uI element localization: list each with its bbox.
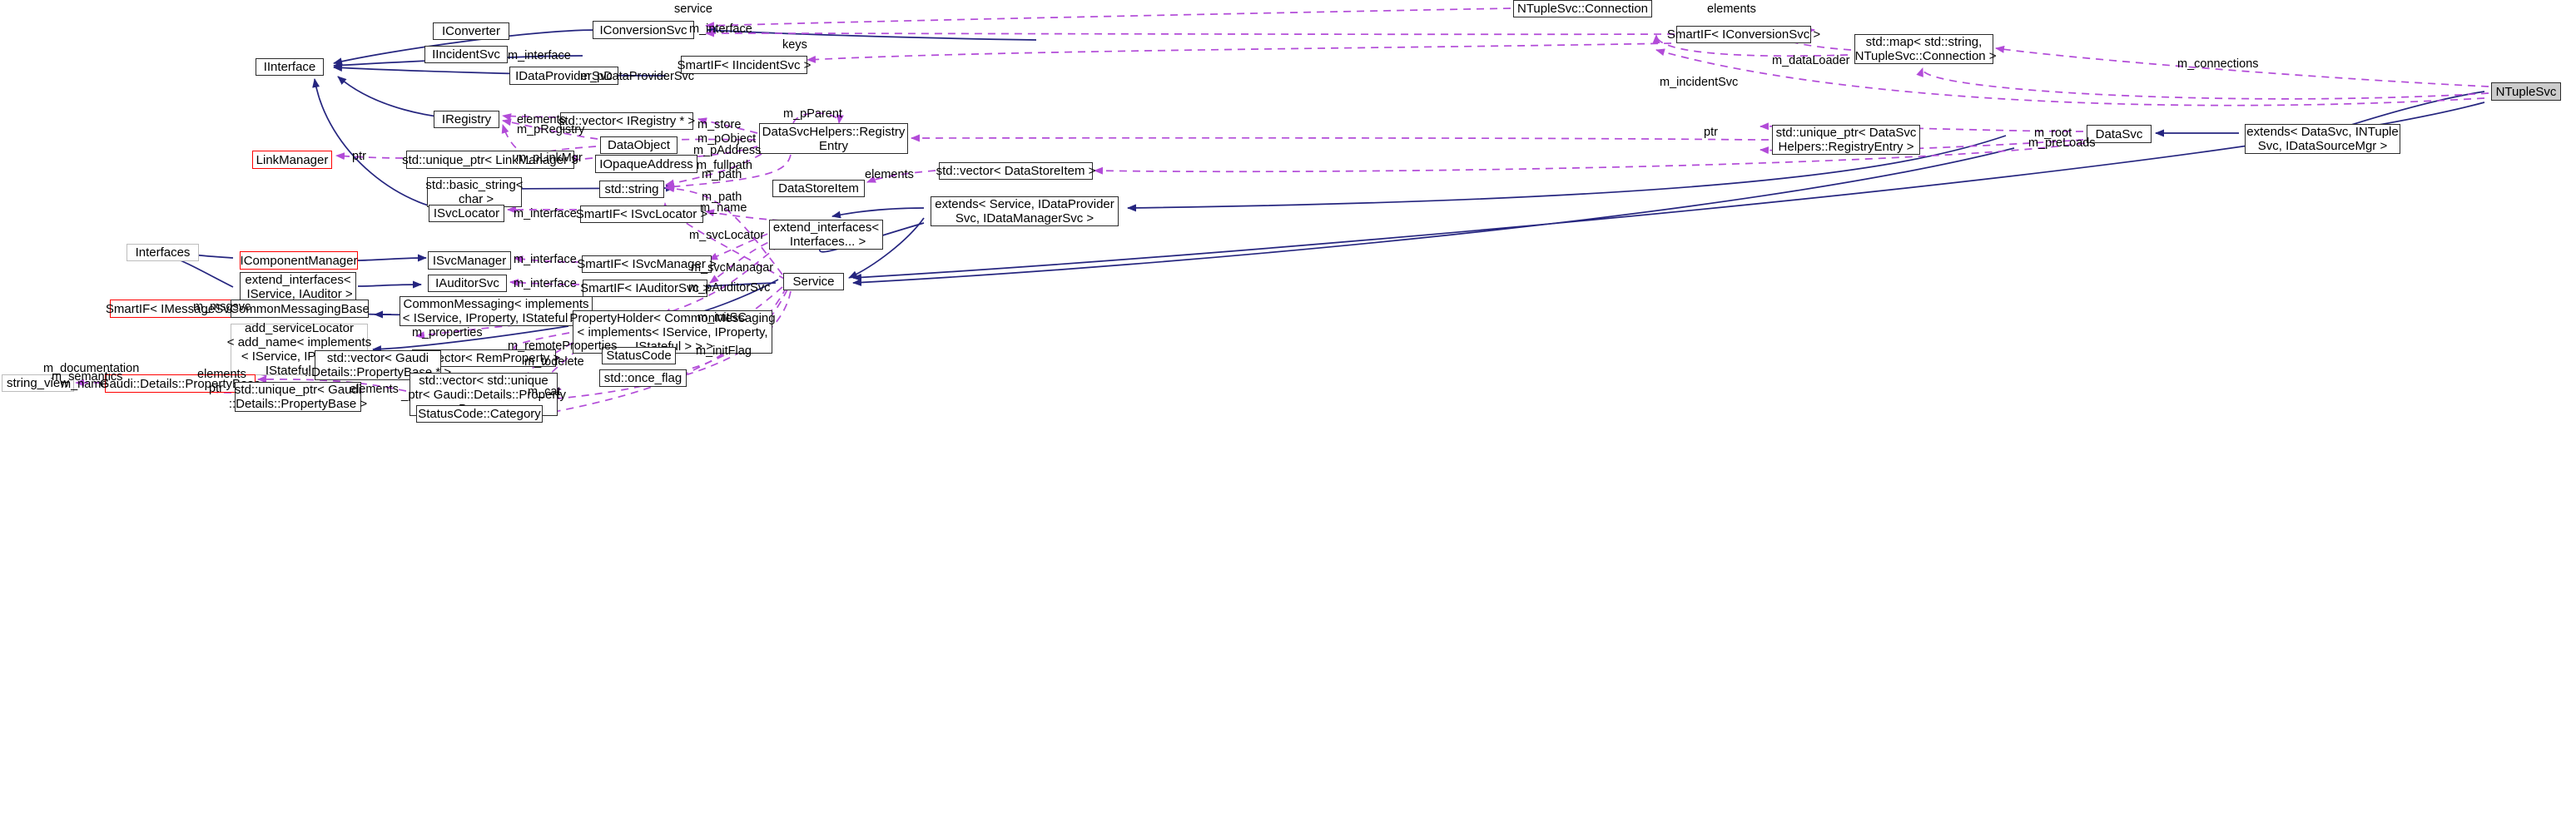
class-node-icomponentmanager[interactable]: IComponentManager <box>240 251 358 270</box>
class-node-commonmessagingbase[interactable]: CommonMessagingBase <box>230 300 370 318</box>
edge-label-l-m-todelete: m_todelete <box>524 355 584 369</box>
class-node-once_flag[interactable]: std::once_flag <box>599 369 687 387</box>
class-node-extends_service[interactable]: extends< Service, IDataProvider Svc, IDa… <box>931 196 1119 226</box>
class-node-ntuplesvc_connection[interactable]: NTupleSvc::Connection <box>1513 0 1652 17</box>
class-node-uptr_registryentry[interactable]: std::unique_ptr< DataSvc Helpers::Regist… <box>1772 125 1920 155</box>
class-node-iinterface[interactable]: IInterface <box>256 58 324 76</box>
edge-label-l-ptr-pb: ptr <box>209 382 223 395</box>
class-node-iopaqueaddress[interactable]: IOpaqueAddress <box>595 155 697 173</box>
class-node-smartif_isvclocator[interactable]: SmartIF< ISvcLocator > <box>575 206 708 223</box>
class-node-string_view[interactable]: string_view <box>2 374 74 392</box>
edge-label-l-m-name: m_name <box>700 201 747 215</box>
class-node-smartif_iconversionsvc[interactable]: SmartIF< IConversionSvc > <box>1666 26 1821 43</box>
edge-label-l-m-dataloader: m_dataLoader <box>1772 54 1850 67</box>
edge-label-l-m-name-pb: m_name <box>61 378 108 391</box>
class-node-datastoreitem[interactable]: DataStoreItem <box>772 180 865 197</box>
class-node-dataobject[interactable]: DataObject <box>600 136 678 154</box>
edge-label-l-m-interface-inc: m_interface <box>508 49 571 62</box>
edge-label-l-m-paddress: m_pAddress <box>693 144 762 157</box>
edge-label-l-m-interface-aud: m_interface <box>514 277 577 290</box>
class-node-iconverter[interactable]: IConverter <box>433 22 509 40</box>
class-node-map_string_connection[interactable]: std::map< std::string, NTupleSvc::Connec… <box>1854 34 1997 64</box>
edge-label-l-m-cat: m_cat <box>528 385 561 399</box>
edge-label-l-m-interface-svcmgr: m_interface <box>514 253 577 266</box>
edge-label-l-m-remoteproperties: m_remoteProperties <box>508 339 618 353</box>
edge-label-l-service: service <box>674 2 712 16</box>
class-node-isvclocator[interactable]: ISvcLocator <box>429 205 504 222</box>
edge-label-l-elements-top: elements <box>1707 2 1756 16</box>
class-node-extends_datasvc[interactable]: extends< DataSvc, INTuple Svc, IDataSour… <box>2245 124 2400 154</box>
class-node-linkmanager[interactable]: LinkManager <box>252 151 332 169</box>
class-node-ntuplesvc[interactable]: NTupleSvc <box>2491 82 2561 101</box>
class-node-extend_iface_isvc_iaud[interactable]: extend_interfaces< IService, IAuditor > <box>240 272 356 302</box>
edge-label-l-m-svclocator: m_svcLocator <box>689 229 765 242</box>
class-node-smartif_iincidentsvc[interactable]: SmartIF< IIncidentSvc > <box>678 56 811 74</box>
edge-label-l-m-store: m_store <box>697 118 742 131</box>
class-node-isvcmanager[interactable]: ISvcManager <box>428 251 511 270</box>
edge-label-l-m-pdataprovidersvc: m_pDataProviderSvc <box>580 70 694 83</box>
edge-label-l-m-preloads: m_preLoads <box>2028 136 2096 150</box>
class-node-interfaces[interactable]: Interfaces <box>127 244 199 261</box>
edge-label-l-m-pauditorsvc: m_pAuditorSvc <box>688 281 771 295</box>
edge-label-l-m-incidentsvc: m_incidentSvc <box>1660 76 1739 89</box>
edge-label-l-m-pregistry: m_pRegistry <box>517 123 585 136</box>
edge-label-l-m-documentation: m_documentation <box>43 362 140 375</box>
edge-label-l-m-initsc: m_initSC <box>697 311 747 324</box>
class-node-registry_entry[interactable]: DataSvcHelpers::Registry Entry <box>759 123 908 154</box>
edge-label-l-m-plinkmgr: m_pLinkMgr <box>516 151 583 165</box>
class-node-iauditorsvc[interactable]: IAuditorSvc <box>428 275 507 292</box>
edge-label-l-m-svcmanager: m_svcManagar <box>691 261 774 275</box>
edge-label-l-m-path-1: m_path <box>702 168 742 181</box>
class-node-datasvc[interactable]: DataSvc <box>2087 125 2152 143</box>
edge-label-l-m-interface-conv: m_interface <box>689 22 752 36</box>
class-node-uptr_propertybase[interactable]: std::unique_ptr< Gaudi ::Details::Proper… <box>228 382 368 412</box>
class-node-std_string[interactable]: std::string <box>599 181 664 198</box>
edge-label-l-m-pparent: m_pParent <box>783 107 842 121</box>
edge-label-l-m-properties: m_properties <box>412 326 483 339</box>
class-node-commonmessaging_impl[interactable]: CommonMessaging< implements < IService, … <box>400 296 593 326</box>
edge-label-l-m-initflag: m_initFlag <box>696 344 752 358</box>
class-node-iincidentsvc[interactable]: IIncidentSvc <box>424 46 508 63</box>
class-node-iregistry[interactable]: IRegistry <box>434 111 499 128</box>
edge-label-l-ptr-reg: ptr <box>1704 126 1718 139</box>
edge-label-l-keys: keys <box>782 38 807 52</box>
edge-label-l-elements-uptr: elements <box>350 383 399 396</box>
edge-label-l-elements-dsi: elements <box>865 168 914 181</box>
class-node-iconversionsvc[interactable]: IConversionSvc <box>593 21 694 39</box>
class-node-basic_string[interactable]: std::basic_string< char > <box>425 177 524 207</box>
class-node-statuscode_category[interactable]: StatusCode::Category <box>416 405 543 423</box>
edge-label-l-m-semantics: m_semantics <box>52 370 123 384</box>
edge-label-l-m-msgsvc: m_msgsvc <box>193 300 251 314</box>
edge-label-l-ptr-lm: ptr <box>352 150 366 163</box>
edge-label-l-m-interface-svcloc: m_interface <box>514 207 577 220</box>
edge-label-l-elements-pb: elements <box>197 368 246 381</box>
edge-label-l-m-connections: m_connections <box>2177 57 2259 71</box>
class-node-extend_interfaces[interactable]: extend_interfaces< Interfaces... > <box>769 220 883 250</box>
class-node-vector_datastoreitem[interactable]: std::vector< DataStoreItem > <box>936 162 1096 180</box>
class-node-service[interactable]: Service <box>783 273 844 290</box>
